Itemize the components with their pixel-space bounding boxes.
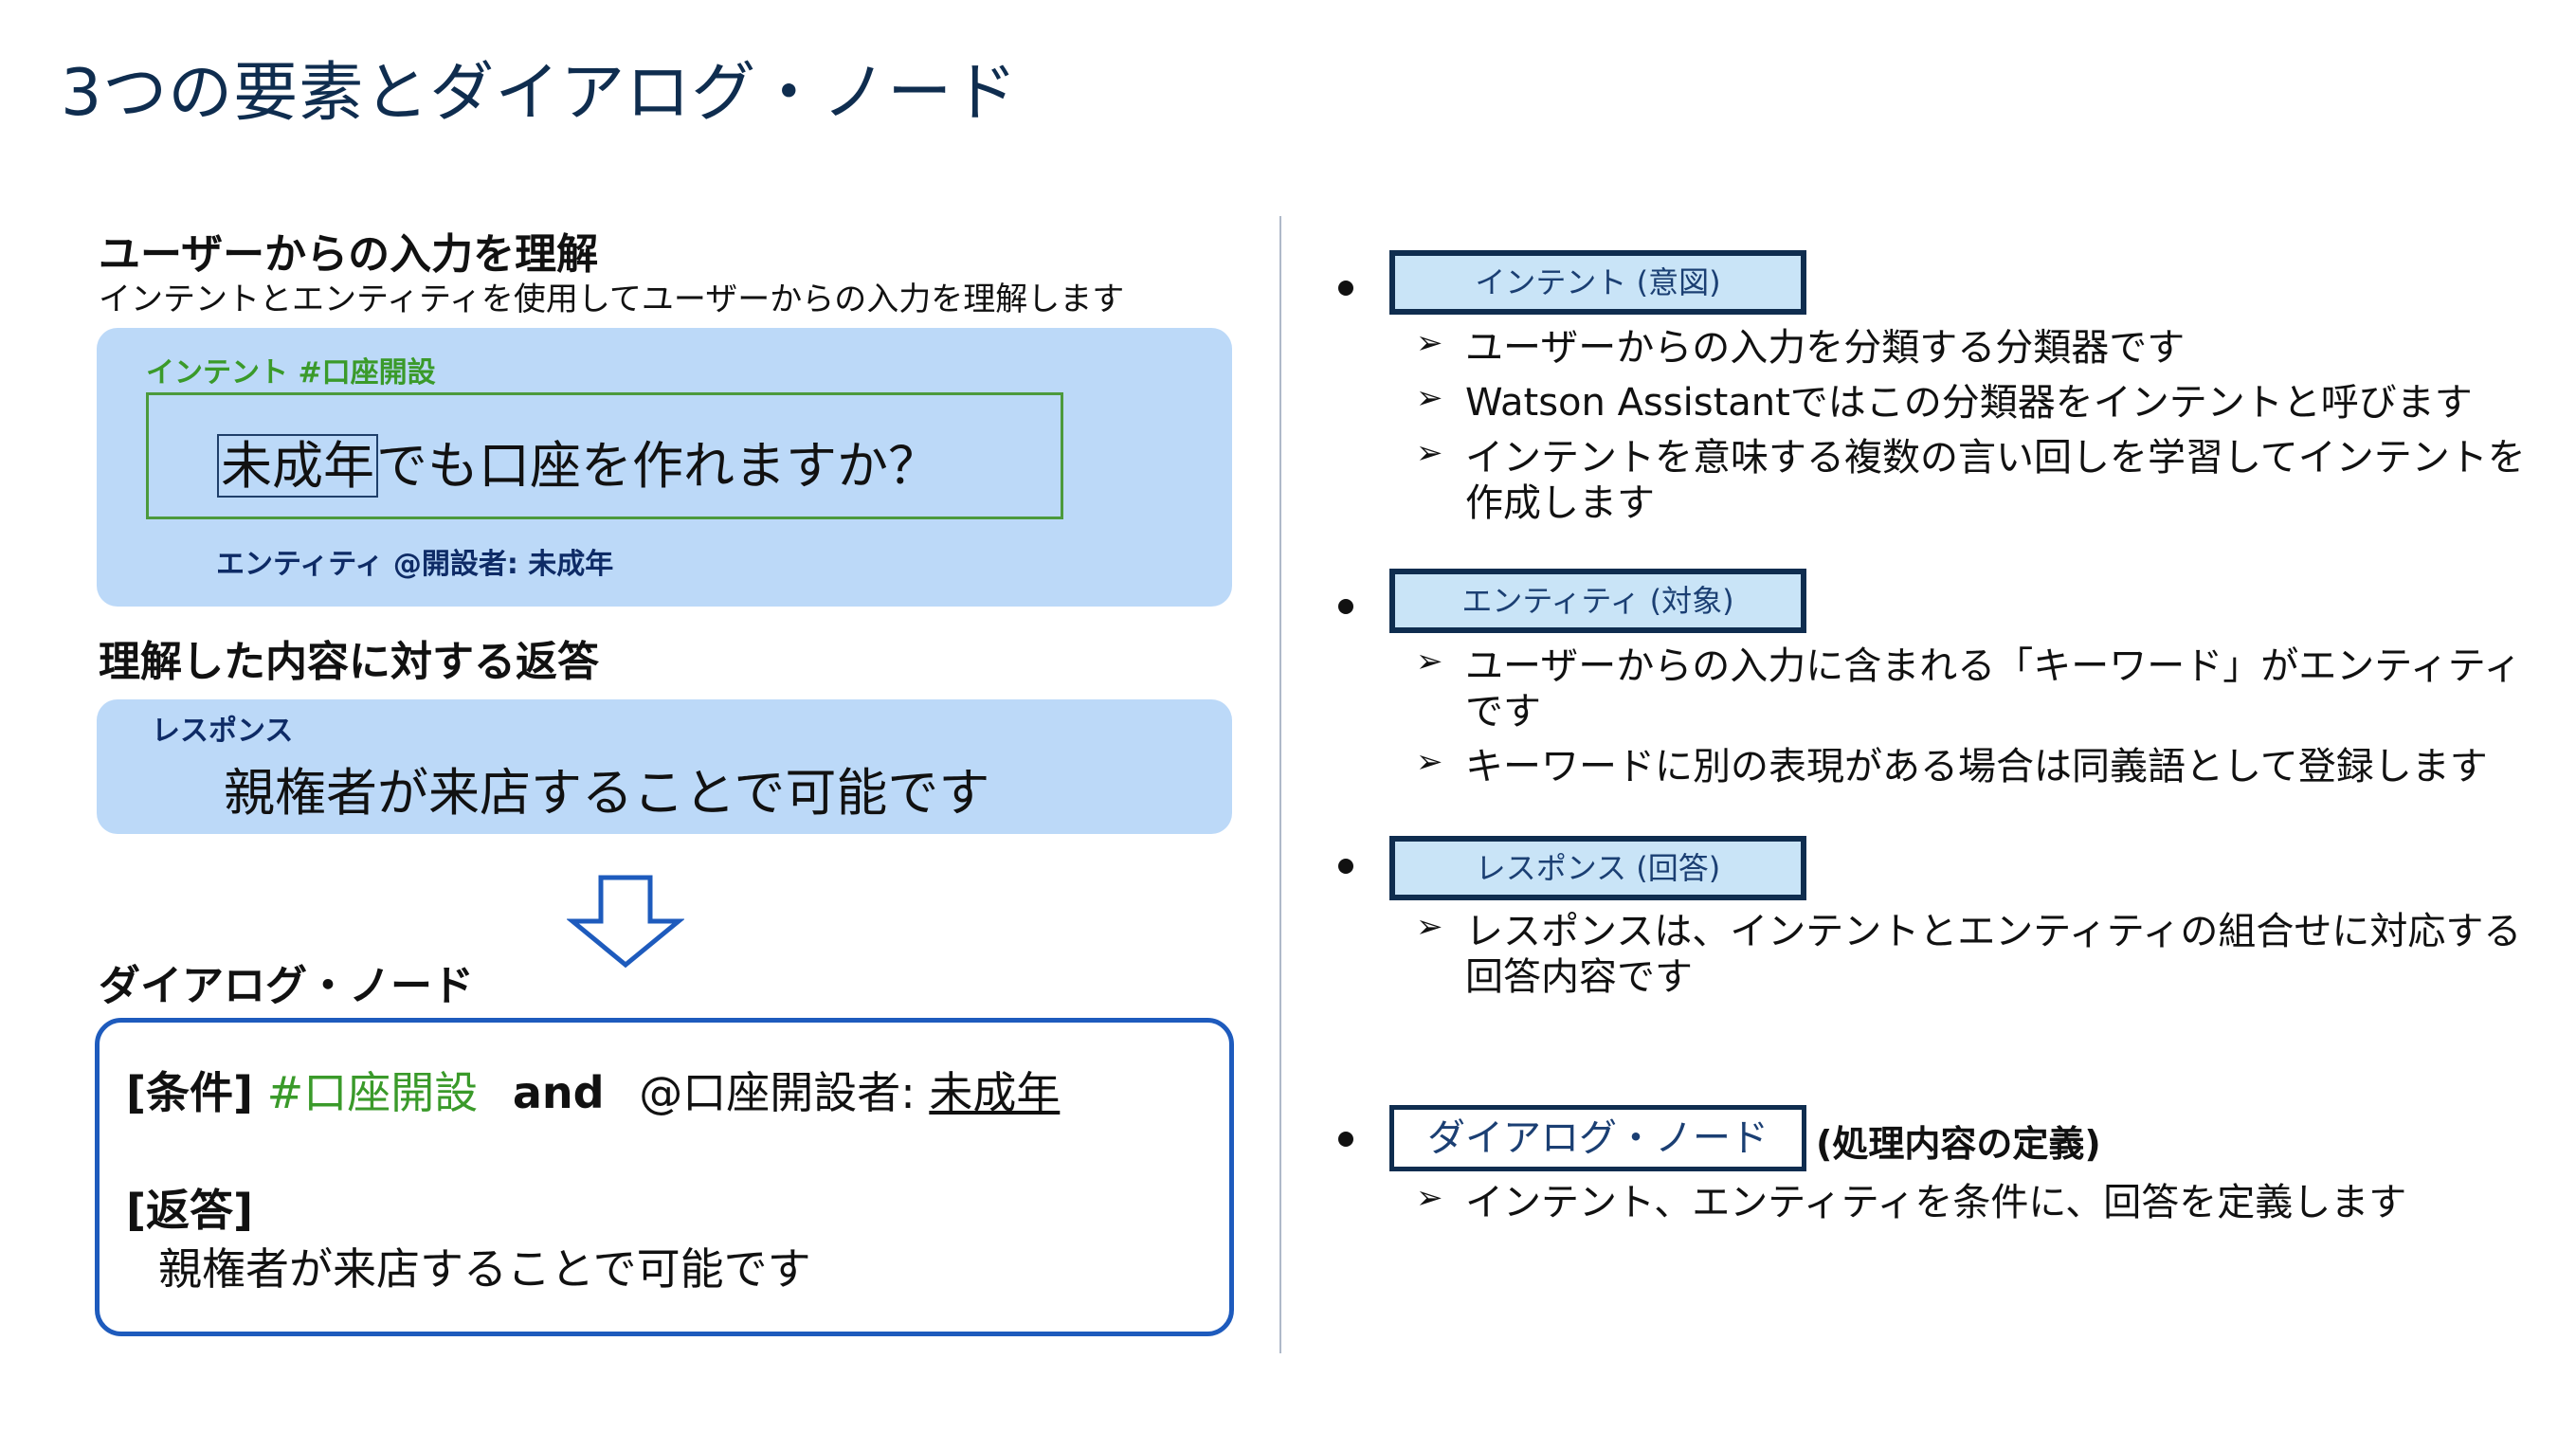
arrow-bullet-icon: ➢: [1416, 379, 1443, 417]
arrow-bullet-icon: ➢: [1416, 434, 1443, 472]
condition-entity-value: 未成年: [929, 1067, 1061, 1118]
dialog-heading: ダイアログ・ノード: [99, 962, 474, 1010]
intent-item-1: ユーザーからの入力を分類する分類器です: [1465, 326, 2186, 370]
node-response-text: 親権者が来店することで可能です: [158, 1243, 811, 1295]
condition-intent: #口座開設: [266, 1067, 479, 1118]
response-panel: [97, 699, 1232, 834]
dialog-tag-suffix: (処理内容の定義): [1816, 1123, 2101, 1165]
condition-entity-prefix: @口座開設者:: [639, 1067, 930, 1118]
condition-label: [条件]: [126, 1067, 254, 1118]
intent-tag: インテント (意図): [1389, 250, 1806, 315]
condition-and: and: [512, 1067, 605, 1118]
example-sentence: 未成年でも口座を作れますか？: [217, 424, 939, 498]
response-item-1: レスポンスは、インテントとエンティティの組合せに対応する: [1465, 910, 2522, 953]
arrow-bullet-icon: ➢: [1416, 643, 1443, 680]
down-arrow-icon: [567, 875, 684, 969]
bullet-dialog: [1338, 1132, 1353, 1147]
response-text: 親権者が来店することで可能です: [224, 763, 990, 823]
entity-label: エンティティ @開設者: 未成年: [216, 548, 614, 581]
dialog-node-box: [条件] #口座開設 and @口座開設者: 未成年 [返答] 親権者が来店する…: [95, 1018, 1234, 1336]
arrow-bullet-icon: ➢: [1416, 1179, 1443, 1217]
entity-item-2: キーワードに別の表現がある場合は同義語として登録します: [1465, 745, 2488, 788]
intent-item-3: インテントを意味する複数の言い回しを学習してインテントを: [1465, 436, 2526, 480]
response-label: レスポンス: [152, 715, 294, 748]
intent-item-3-cont: 作成します: [1465, 481, 1655, 525]
understand-subtitle: インテントとエンティティを使用してユーザーからの入力を理解します: [99, 281, 1125, 318]
response-heading: 理解した内容に対する返答: [99, 638, 599, 686]
entity-tag: エンティティ (対象): [1389, 569, 1806, 633]
dialog-tag: ダイアログ・ノード: [1389, 1105, 1806, 1171]
understand-panel: [97, 328, 1232, 607]
entity-item-1: ユーザーからの入力に含まれる「キーワード」がエンティティ: [1465, 644, 2522, 688]
intent-item-2: Watson Assistantではこの分類器をインテントと呼びます: [1465, 381, 2473, 425]
sentence-rest: でも口座を作れますか？: [376, 436, 939, 496]
response-item-1-cont: 回答内容です: [1465, 955, 1693, 999]
entity-item-1-cont: です: [1465, 690, 1541, 734]
response-tag: レスポンス (回答): [1389, 836, 1806, 900]
page-title: 3つの要素とダイアログ・ノード: [61, 56, 1019, 131]
arrow-bullet-icon: ➢: [1416, 743, 1443, 781]
response-label-node: [返答]: [126, 1185, 254, 1236]
intent-label: インテント #口座開設: [146, 356, 436, 390]
bullet-entity: [1338, 599, 1353, 614]
intent-sentence-box: 未成年でも口座を作れますか？: [146, 392, 1063, 519]
column-divider: [1279, 216, 1281, 1353]
bullet-intent: [1338, 281, 1353, 296]
dialog-item-1: インテント、エンティティを条件に、回答を定義します: [1465, 1181, 2407, 1224]
arrow-bullet-icon: ➢: [1416, 908, 1443, 946]
understand-heading: ユーザーからの入力を理解: [99, 230, 599, 279]
condition-line: [条件] #口座開設 and @口座開設者: 未成年: [126, 1059, 1060, 1121]
arrow-bullet-icon: ➢: [1416, 324, 1443, 362]
entity-word: 未成年: [217, 434, 378, 498]
bullet-response: [1338, 859, 1353, 874]
